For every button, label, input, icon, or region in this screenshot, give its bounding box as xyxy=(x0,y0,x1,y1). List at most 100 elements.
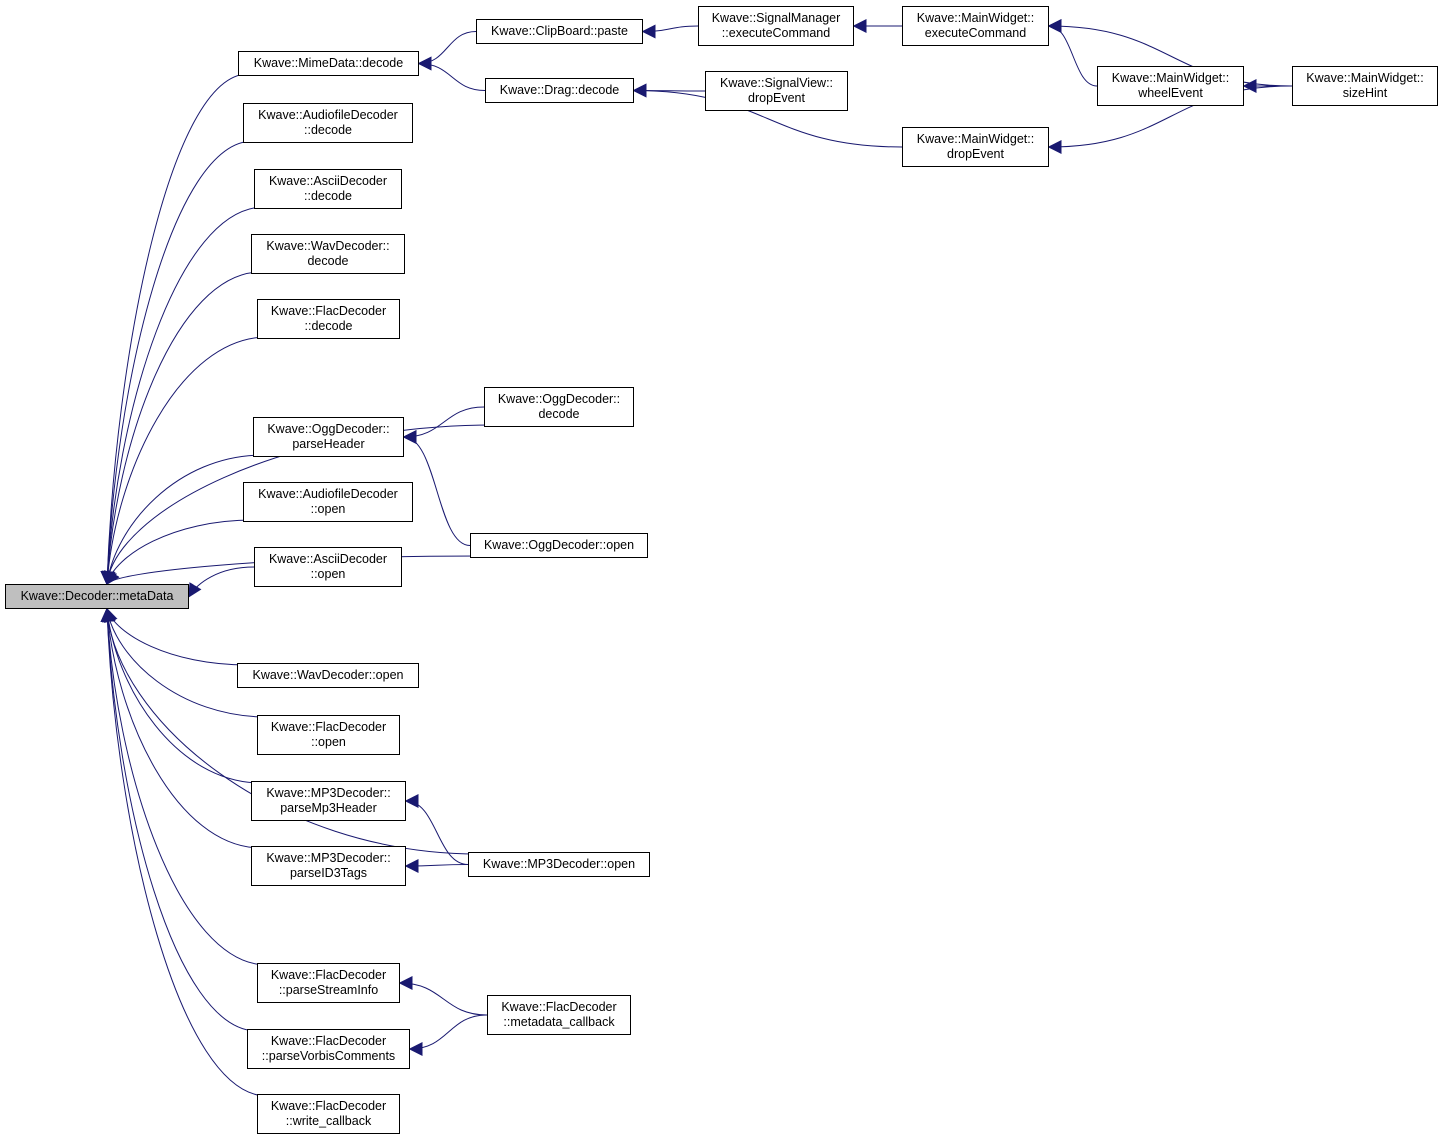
edge-flac_metadata_cb-to-flac_parsestreaminfo xyxy=(398,976,488,1016)
node-label-line-2: parseMp3Header xyxy=(280,801,377,815)
node-decoder-metadata[interactable]: Kwave::Decoder::metaData xyxy=(5,584,189,609)
node-flacdecoder-write-callback[interactable]: Kwave::FlacDecoder ::write_callback xyxy=(257,1094,400,1134)
node-mainwidget-dropevent[interactable]: Kwave::MainWidget:: dropEvent xyxy=(902,127,1049,167)
node-label-line-2: sizeHint xyxy=(1342,86,1388,100)
node-label: Kwave::OggDecoder::open xyxy=(483,538,635,552)
node-label-line-1: Kwave::FlacDecoder xyxy=(501,1000,617,1014)
edge-mp3_open-to-mp3_parseid3tags xyxy=(404,858,469,873)
node-label-line-2: decode xyxy=(307,254,349,268)
node-label-line-2: decode xyxy=(538,407,580,421)
node-label-line-2: ::executeCommand xyxy=(721,26,831,40)
edge-mainwidget_wheel-to-mainwidget_exec xyxy=(1047,19,1098,87)
node-mainwidget-sizehint[interactable]: Kwave::MainWidget:: sizeHint xyxy=(1292,66,1438,106)
node-oggdecoder-decode[interactable]: Kwave::OggDecoder:: decode xyxy=(484,387,634,427)
node-label: Kwave::Drag::decode xyxy=(499,83,620,97)
node-label-line-2: parseHeader xyxy=(292,437,365,451)
node-label-line-1: Kwave::OggDecoder:: xyxy=(267,422,390,436)
node-asciidecoder-decode[interactable]: Kwave::AsciiDecoder ::decode xyxy=(254,169,402,209)
edge-flac_metadata_cb-to-flac_parsevorbis xyxy=(408,1014,488,1056)
edge-ogg_decode-to-root xyxy=(101,424,495,586)
node-mp3decoder-parseid3tags[interactable]: Kwave::MP3Decoder:: parseID3Tags xyxy=(251,846,406,886)
node-label-line-2: ::parseStreamInfo xyxy=(278,983,379,997)
node-label-line-1: Kwave::OggDecoder:: xyxy=(497,392,621,406)
node-signalview-dropevent[interactable]: Kwave::SignalView:: dropEvent xyxy=(705,71,848,111)
node-label-line-2: ::decode xyxy=(304,189,352,203)
node-mp3decoder-open[interactable]: Kwave::MP3Decoder::open xyxy=(468,852,650,877)
edge-flac_open-to-root xyxy=(102,607,268,718)
node-oggdecoder-open[interactable]: Kwave::OggDecoder::open xyxy=(470,533,648,558)
node-oggdecoder-parseheader[interactable]: Kwave::OggDecoder:: parseHeader xyxy=(253,417,404,457)
node-label-line-1: Kwave::FlacDecoder xyxy=(270,304,387,318)
node-label-line-1: Kwave::MainWidget:: xyxy=(1306,71,1424,85)
node-mp3decoder-parsemp3header[interactable]: Kwave::MP3Decoder:: parseMp3Header xyxy=(251,781,406,821)
node-flacdecoder-decode[interactable]: Kwave::FlacDecoder ::decode xyxy=(257,299,400,339)
node-mimedata-decode[interactable]: Kwave::MimeData::decode xyxy=(238,51,419,76)
node-label-line-2: parseID3Tags xyxy=(289,866,368,880)
node-label-line-2: wheelEvent xyxy=(1138,86,1203,100)
node-label: Kwave::Decoder::metaData xyxy=(20,589,174,603)
edge-audiofile_decode-to-root xyxy=(100,140,254,586)
node-wavdecoder-decode[interactable]: Kwave::WavDecoder:: decode xyxy=(251,234,405,274)
node-label-line-1: Kwave::AsciiDecoder xyxy=(268,552,388,566)
node-label: Kwave::WavDecoder::open xyxy=(252,668,404,682)
node-label-line-1: Kwave::AsciiDecoder xyxy=(268,174,388,188)
node-label-line-1: Kwave::SignalView:: xyxy=(719,76,834,90)
node-label-line-1: Kwave::MP3Decoder:: xyxy=(266,786,391,800)
node-mainwidget-wheelevent[interactable]: Kwave::MainWidget:: wheelEvent xyxy=(1097,66,1244,106)
node-flacdecoder-parsestreaminfo[interactable]: Kwave::FlacDecoder ::parseStreamInfo xyxy=(257,963,400,1003)
node-audiofiledecoder-open[interactable]: Kwave::AudiofileDecoder ::open xyxy=(243,482,413,522)
node-wavdecoder-open[interactable]: Kwave::WavDecoder::open xyxy=(237,663,419,688)
node-label-line-1: Kwave::FlacDecoder xyxy=(270,1099,387,1113)
node-flacdecoder-parsevorbiscomments[interactable]: Kwave::FlacDecoder ::parseVorbisComments xyxy=(247,1029,410,1069)
node-flacdecoder-open[interactable]: Kwave::FlacDecoder ::open xyxy=(257,715,400,755)
node-label-line-2: ::write_callback xyxy=(285,1114,372,1128)
node-asciidecoder-open[interactable]: Kwave::AsciiDecoder ::open xyxy=(254,547,402,587)
node-drag-decode[interactable]: Kwave::Drag::decode xyxy=(485,78,634,103)
node-label: Kwave::MimeData::decode xyxy=(253,56,404,70)
node-label-line-2: ::parseVorbisComments xyxy=(261,1049,396,1063)
node-label-line-1: Kwave::WavDecoder:: xyxy=(266,239,390,253)
node-clipboard-paste[interactable]: Kwave::ClipBoard::paste xyxy=(476,19,643,44)
edge-mp3_parseid3tags-to-root xyxy=(100,607,262,849)
node-label-line-1: Kwave::MainWidget:: xyxy=(916,11,1035,25)
node-label-line-2: ::decode xyxy=(304,123,352,137)
edge-flac_parsevorbis-to-root xyxy=(100,607,258,1032)
node-label-line-2: dropEvent xyxy=(748,91,805,105)
edge-drag_decode-to-mime_decode xyxy=(417,56,486,91)
edge-ogg_parseheader-to-root xyxy=(101,454,264,586)
node-flacdecoder-metadata-callback[interactable]: Kwave::FlacDecoder ::metadata_callback xyxy=(487,995,631,1035)
edge-ogg_open-to-ogg_parseheader xyxy=(402,430,471,546)
node-audiofiledecoder-decode[interactable]: Kwave::AudiofileDecoder ::decode xyxy=(243,103,413,143)
node-label-line-1: Kwave::MP3Decoder:: xyxy=(266,851,391,865)
node-label-line-2: executeCommand xyxy=(924,26,1027,40)
edge-flac_parsestreaminfo-to-root xyxy=(100,607,268,966)
node-label-line-2: ::decode xyxy=(304,319,353,333)
edge-mime_decode-to-root xyxy=(100,73,249,586)
node-label-line-1: Kwave::MainWidget:: xyxy=(916,132,1035,146)
node-label-line-2: ::open xyxy=(311,735,346,749)
node-label-line-2: dropEvent xyxy=(947,147,1004,161)
node-label: Kwave::ClipBoard::paste xyxy=(491,24,628,38)
node-label-line-2: ::open xyxy=(310,567,346,581)
node-mainwidget-executecommand[interactable]: Kwave::MainWidget:: executeCommand xyxy=(902,6,1049,46)
edge-clipboard_paste-to-mime_decode xyxy=(417,31,477,71)
node-label: Kwave::MP3Decoder::open xyxy=(482,857,636,871)
node-label-line-1: Kwave::SignalManager xyxy=(711,11,841,25)
node-signalmanager-executecommand[interactable]: Kwave::SignalManager ::executeCommand xyxy=(698,6,854,46)
node-label-line-1: Kwave::FlacDecoder xyxy=(270,968,387,982)
edge-wav_decode-to-root xyxy=(100,271,262,586)
edge-mp3_open-to-mp3_parsemp3header xyxy=(404,794,469,865)
edge-ogg_decode-to-ogg_parseheader xyxy=(402,406,485,444)
edge-signalmanager_exec-to-clipboard_paste xyxy=(641,24,699,39)
node-label-line-1: Kwave::FlacDecoder xyxy=(270,720,387,734)
edge-ascii_decode-to-root xyxy=(100,206,265,586)
node-label-line-1: Kwave::FlacDecoder xyxy=(270,1034,387,1048)
node-label-line-1: Kwave::AudiofileDecoder xyxy=(258,487,398,501)
node-label-line-1: Kwave::AudiofileDecoder xyxy=(258,108,398,122)
edge-mainwidget_drop-to-drag_decode xyxy=(632,83,903,148)
edge-mainwidget_size-to-mainwidget_drop xyxy=(1047,85,1293,154)
edge-flac_decode-to-root xyxy=(100,336,268,586)
edge-wav_open-to-root xyxy=(104,607,248,666)
